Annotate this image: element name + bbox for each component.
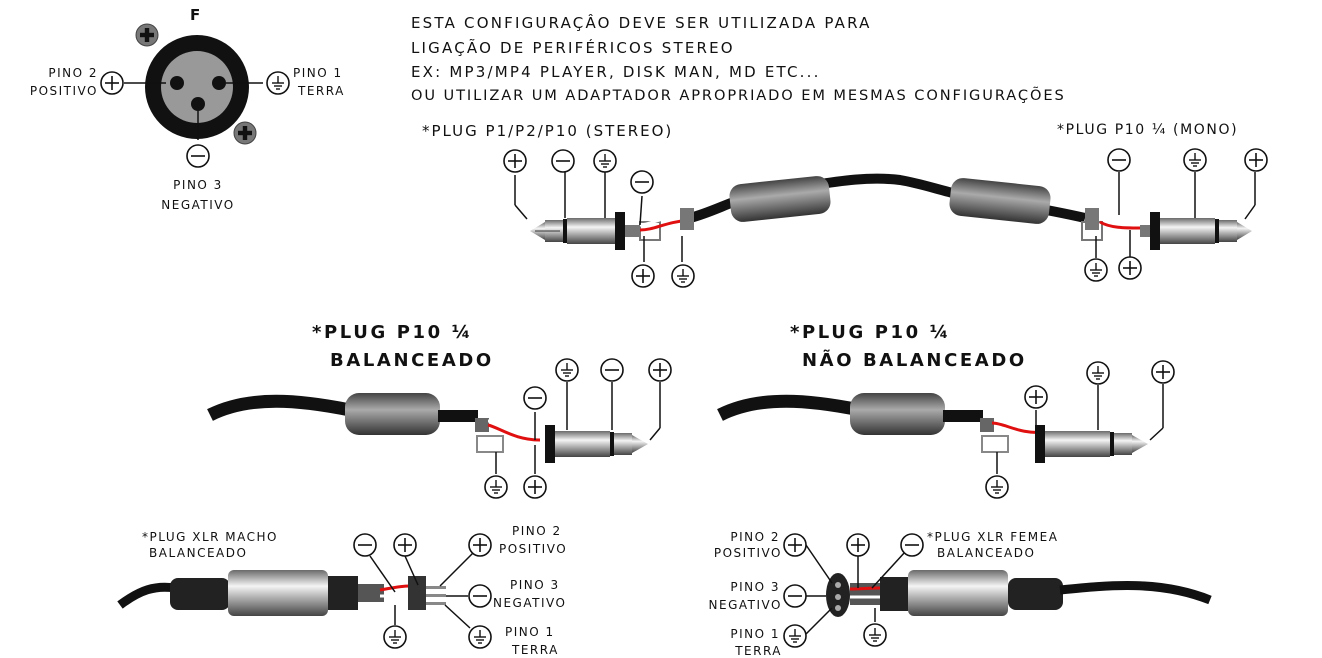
balanced-plug-title: *PLUG P10 ¼ [312,322,473,343]
balanced-p10-plug [207,358,672,499]
xlr-gender-label: F [190,6,203,24]
balanced-plug-subtitle: BALANCEADO [330,350,494,371]
xlr-pinout-diagram [100,23,290,168]
pin1-title: PINO 1 [293,66,343,80]
pin2-desc: POSITIVO [29,84,98,98]
pin3-desc: NEGATIVO [161,198,235,212]
stereo-cable [503,148,1268,288]
xlr-male-pin3-desc: NEGATIVO [493,596,567,610]
intro-line-3: EX: MP3/MP4 PLAYER, DISK MAN, MD ETC... [411,63,821,81]
unbalanced-plug-title: *PLUG P10 ¼ [790,322,951,343]
xlr-female-pin2-desc: POSITIVO [713,546,782,560]
xlr-female-subtitle: BALANCEADO [937,546,1036,560]
xlr-female-title: *PLUG XLR FEMEA [927,530,1059,544]
intro-line-1: ESTA CONFIGURAÇÂO DEVE SER UTILIZADA PAR… [411,14,872,32]
xlr-female-plug [783,533,1212,648]
xlr-female-pin3-desc: NEGATIVO [708,598,782,612]
unbalanced-plug-subtitle: NÃO BALANCEADO [802,350,1027,371]
xlr-male-pin1-title: PINO 1 [505,625,555,639]
xlr-male-pin2-desc: POSITIVO [499,542,568,556]
intro-line-2: LIGAÇÃO DE PERIFÉRICOS STEREO [411,39,735,57]
xlr-female-pin1-desc: TERRA [735,644,782,658]
stereo-left-label: *PLUG P1/P2/P10 (STEREO) [422,122,674,140]
xlr-female-pin2-title: PINO 2 [730,530,780,544]
xlr-male-plug [117,533,492,649]
intro-line-4: OU UTILIZAR UM ADAPTADOR APROPRIADO EM M… [411,87,1066,104]
xlr-male-pin1-desc: TERRA [512,643,559,657]
pin2-title: PINO 2 [48,66,98,80]
pin3-title: PINO 3 [173,178,223,192]
xlr-male-pin3-title: PINO 3 [510,578,560,592]
unbalanced-p10-plug [717,360,1175,499]
pin1-desc: TERRA [298,84,345,98]
stereo-right-label: *PLUG P10 ¼ (MONO) [1057,122,1239,138]
xlr-female-pin1-title: PINO 1 [730,627,780,641]
xlr-male-title: *PLUG XLR MACHO [142,530,278,544]
xlr-male-pin2-title: PINO 2 [512,524,562,538]
xlr-male-subtitle: BALANCEADO [149,546,248,560]
xlr-female-pin3-title: PINO 3 [730,580,780,594]
